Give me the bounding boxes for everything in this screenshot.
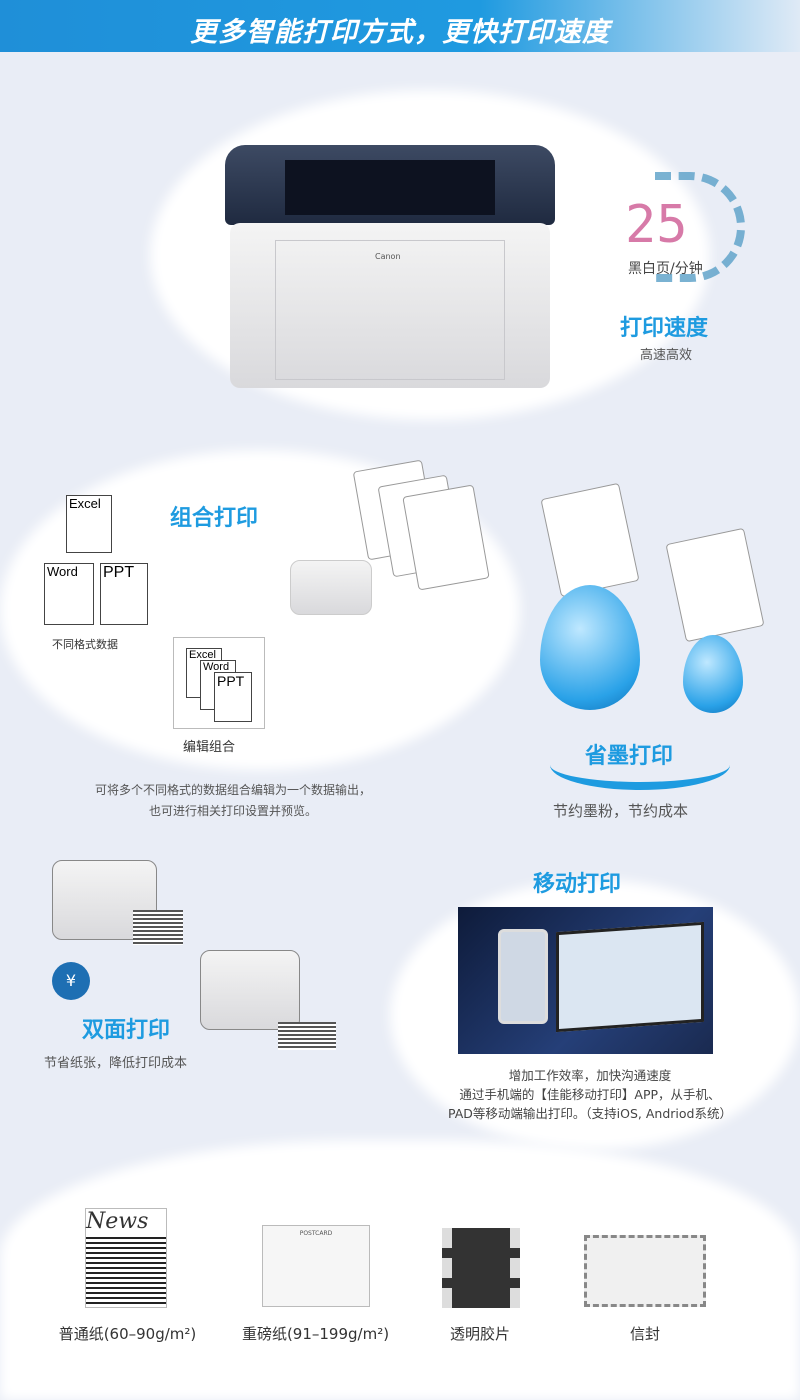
desc-line: PAD等移动端输出打印。（支持iOS, Andriod系统）: [448, 1106, 732, 1121]
envelope-icon: [584, 1235, 706, 1307]
duplex-subtitle: 节省纸张，降低打印成本: [44, 1056, 188, 1071]
arrow-icon: [550, 740, 730, 790]
formats-label: 不同格式数据: [52, 638, 118, 651]
desc-line: 增加工作效率，加快沟通速度: [508, 1068, 672, 1083]
postcard-art: POSTCARD: [299, 1230, 333, 1237]
combined-docs-icon: Excel Word PPT: [173, 637, 265, 729]
excel-doc-icon: Excel: [66, 495, 112, 553]
mobile-description: 增加工作效率，加快沟通速度 通过手机端的【佳能移动打印】APP，从手机、 PAD…: [400, 1066, 780, 1123]
word-doc-icon: Word: [44, 563, 94, 625]
small-printer-icon: [290, 560, 372, 615]
speed-gauge-icon: [655, 172, 745, 282]
speed-unit: 黑白页/分钟: [628, 261, 703, 277]
doc-label: Excel: [69, 496, 101, 511]
small-ink-drop-icon: [683, 635, 743, 713]
printed-page-icon: [540, 482, 640, 598]
media-label: 普通纸(60–90g/m²): [58, 1325, 197, 1343]
newspaper-art: News: [86, 1209, 166, 1234]
edit-label: 编辑组合: [183, 740, 236, 755]
media-label: 信封: [629, 1325, 660, 1343]
save-money-icon: ¥: [52, 962, 90, 1000]
postcard-icon: POSTCARD: [262, 1225, 370, 1307]
large-ink-drop-icon: [540, 585, 640, 710]
printer-image: Canon: [225, 145, 555, 390]
duplex-printer-icon: [200, 950, 300, 1030]
desc-line: 可将多个不同格式的数据组合编辑为一个数据输出，: [94, 783, 371, 797]
printed-page-icon: [402, 484, 490, 591]
doc-label: Word: [47, 564, 78, 579]
ppt-doc-icon: PPT: [100, 563, 148, 625]
header-banner: 更多智能打印方式，更快打印速度: [0, 0, 800, 52]
page-title: 更多智能打印方式，更快打印速度: [190, 17, 610, 48]
newspaper-icon: News: [85, 1208, 167, 1308]
mobile-title: 移动打印: [533, 872, 622, 897]
combine-description: 可将多个不同格式的数据组合编辑为一个数据输出， 也可进行相关打印设置并预览。: [48, 780, 418, 822]
paper-stack-icon: [278, 1022, 336, 1050]
film-icon: [442, 1228, 520, 1308]
duplex-title: 双面打印: [82, 1018, 171, 1043]
mobile-printing-photo: [458, 907, 713, 1054]
ink-title: 省墨打印: [585, 744, 674, 769]
paper-stack-icon: [133, 910, 183, 945]
doc-label: PPT: [103, 564, 135, 581]
speed-subtitle: 高速高效: [640, 348, 693, 363]
printed-page-icon: [665, 527, 765, 643]
media-label: 重磅纸(91–199g/m²): [241, 1325, 390, 1343]
ink-subtitle: 节约墨粉，节约成本: [553, 802, 689, 820]
desc-line: 通过手机端的【佳能移动打印】APP，从手机、: [459, 1087, 721, 1102]
combine-title: 组合打印: [170, 506, 259, 531]
speed-value: 25: [625, 195, 688, 255]
speed-title: 打印速度: [620, 316, 709, 341]
doc-label: PPT: [214, 672, 252, 722]
media-label: 透明胶片: [449, 1325, 510, 1343]
printer-brand: Canon: [375, 252, 401, 261]
desc-line: 也可进行相关打印设置并预览。: [148, 804, 317, 818]
